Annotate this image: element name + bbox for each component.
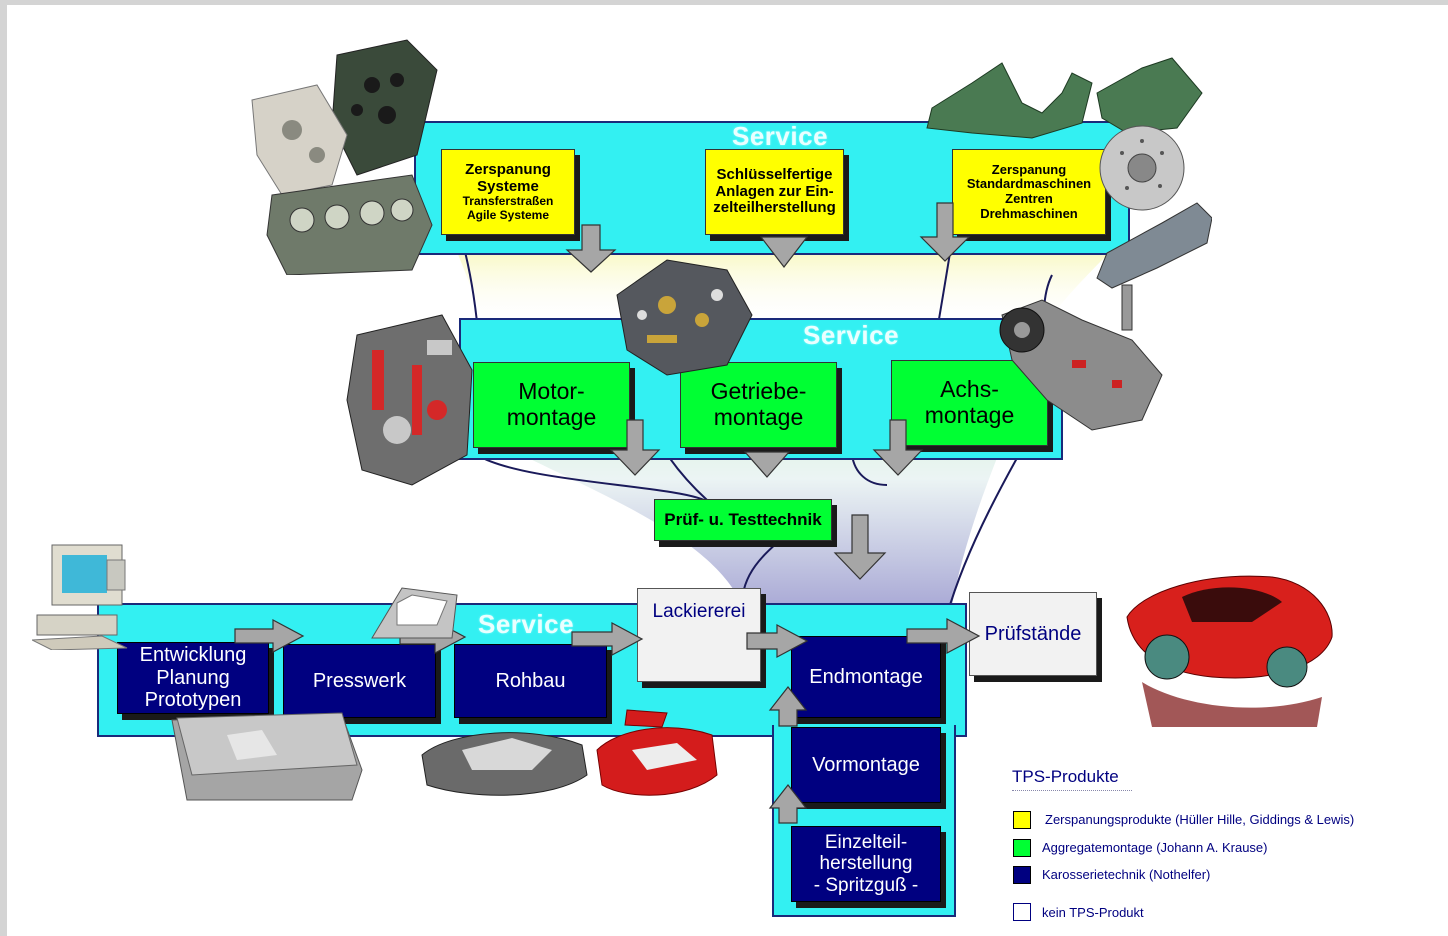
car-door-image (371, 587, 458, 639)
presswerk-label: Presswerk (312, 669, 407, 692)
pruefstaende-label: Prüfstände (984, 622, 1082, 645)
entwicklung-line2: Planung (156, 666, 230, 689)
zerspanung-systeme-line2: Systeme (477, 177, 539, 195)
einzelteilherstellung-box: Einzelteil- herstellung - Spritzguß - (791, 826, 941, 902)
endmontage-box: Endmontage (791, 636, 941, 718)
entwicklung-line1: Entwicklung (139, 644, 247, 667)
zerspanung-systeme-small2: Agile Systeme (466, 207, 550, 222)
endmontage-label: Endmontage (809, 665, 923, 688)
entwicklung-box: Entwicklung Planung Prototypen (117, 642, 269, 714)
rohbau-label: Rohbau (495, 669, 566, 692)
legend-swatch-white (1013, 903, 1031, 921)
getriebemontage-line1: Getriebe- (710, 378, 807, 405)
schluesselfertige-anlagen-box: Schlüsselfertige Anlagen zur Ein- zeltei… (705, 149, 844, 235)
presswerk-box: Presswerk (283, 644, 436, 718)
service-label-top: Service (732, 121, 829, 151)
legend-label-kein-tps: kein TPS-Produkt (1042, 905, 1144, 920)
getriebemontage-box: Getriebe- montage (680, 362, 837, 448)
entwicklung-line3: Prototypen (144, 689, 242, 712)
achsmontage-line1: Achs- (940, 376, 999, 403)
legend-swatch-navy (1013, 866, 1031, 884)
chassis-parts-image (926, 57, 1212, 289)
pruefstaende-box: Prüfstände (969, 592, 1097, 676)
einzelteil-line1: Einzelteil- (824, 832, 908, 854)
zerspanung-standardmaschinen-box: Zerspanung Standardmaschinen Zentren Dre… (952, 149, 1106, 235)
sheet-metal-image (171, 712, 363, 801)
achsmontage-line2: montage (924, 402, 1015, 428)
lackiererei-label: Lackiererei (652, 601, 746, 622)
rohbau-box: Rohbau (454, 644, 607, 718)
vormontage-label: Vormontage (812, 753, 920, 776)
computer-workstation-image (32, 544, 128, 650)
lackiererei-box: Lackiererei (637, 588, 761, 682)
zerspanung-std-line4: Drehmaschinen (980, 205, 1078, 221)
legend-swatch-green (1013, 839, 1031, 857)
car-panels-image (596, 709, 718, 796)
getriebemontage-line2: montage (713, 404, 804, 430)
engine-parts-image (251, 39, 438, 275)
legend-underline (1012, 790, 1132, 791)
schluesselfertige-line3: zelteilherstellung (713, 199, 836, 217)
gearbox-image (616, 259, 753, 376)
motormontage-box: Motor- montage (473, 362, 630, 448)
vormontage-box: Vormontage (791, 727, 941, 803)
einzelteil-line2: herstellung (819, 853, 913, 875)
zerspanung-systeme-small1: Transferstraßen (462, 194, 554, 209)
zerspanung-systeme-box: Zerspanung Systeme Transferstraßen Agile… (441, 149, 575, 235)
pruef-testtechnik-box: Prüf- u. Testtechnik (654, 499, 832, 541)
motormontage-line2: montage (506, 404, 597, 430)
service-label-bottom: Service (478, 609, 575, 639)
zerspanung-systeme-line1: Zerspanung (465, 160, 551, 178)
legend-swatch-yellow (1013, 811, 1031, 829)
car-body-raw-image (421, 732, 588, 796)
einzelteil-line3: - Spritzguß - (813, 874, 919, 896)
engine-image (346, 314, 473, 486)
legend-label-aggregatemontage: Aggregatemontage (Johann A. Krause) (1042, 840, 1268, 855)
schluesselfertige-line2: Anlagen zur Ein- (715, 182, 834, 200)
legend-label-karosserietechnik: Karosserietechnik (Nothelfer) (1042, 867, 1211, 882)
tps-process-diagram: Service Service Service Zerspanung Syste… (7, 5, 1448, 936)
finished-car-image (1126, 575, 1333, 727)
zerspanung-std-line1: Zerspanung (991, 161, 1067, 177)
motormontage-line1: Motor- (518, 378, 585, 405)
zerspanung-std-line3: Zentren (1005, 191, 1053, 206)
pruef-testtechnik-label: Prüf- u. Testtechnik (664, 510, 822, 530)
legend-title: TPS-Produkte (1012, 767, 1119, 786)
service-label-middle: Service (803, 320, 900, 350)
legend-label-zerspanung: Zerspanungsprodukte (Hüller Hille, Giddi… (1045, 812, 1355, 827)
zerspanung-std-line2: Standardmaschinen (966, 176, 1092, 192)
schluesselfertige-line1: Schlüsselfertige (716, 165, 833, 183)
axle-image (999, 284, 1163, 431)
